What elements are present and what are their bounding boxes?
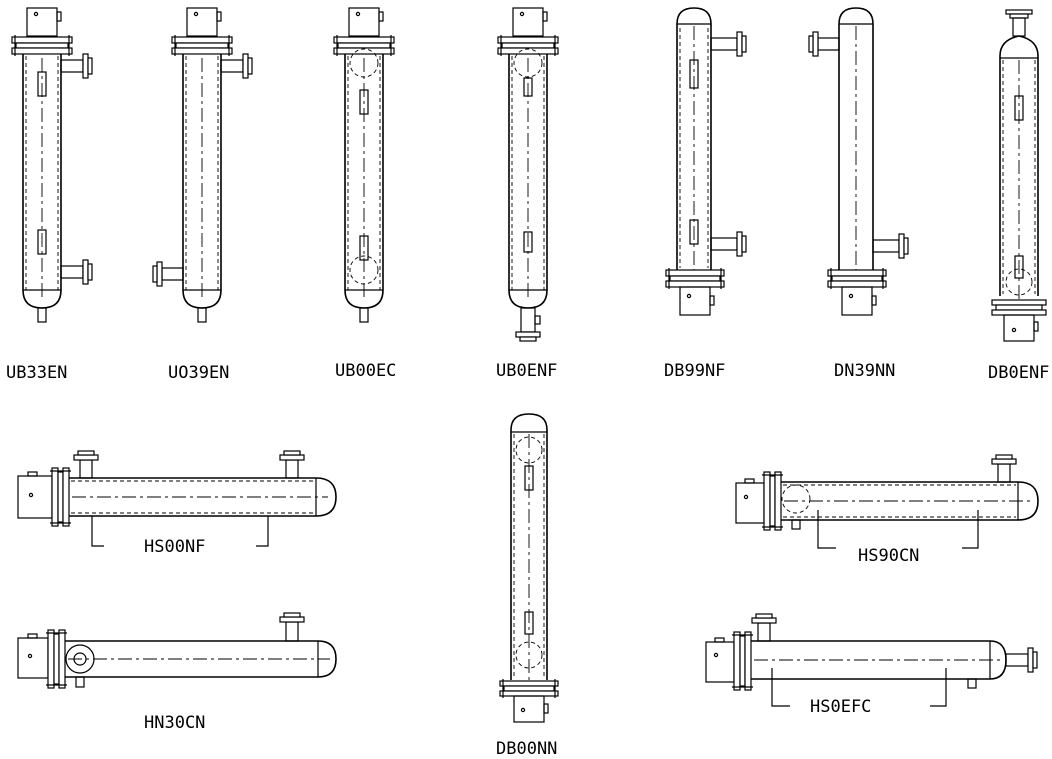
heater-uo39en: UO39EN <box>152 7 253 383</box>
label-db0enf: DB0ENF <box>988 363 1049 383</box>
heater-hs90cn: HS90CN <box>735 454 1039 566</box>
label-ub0enf: UB0ENF <box>496 361 557 381</box>
heater-hs0efc: HS0EFC <box>705 613 1038 717</box>
label-dn39nn: DN39NN <box>834 361 895 381</box>
label-uo39en: UO39EN <box>168 363 229 383</box>
heater-hn30cn: HN30CN <box>17 612 337 733</box>
label-hs90cn: HS90CN <box>858 546 919 566</box>
label-ub33en: UB33EN <box>6 363 67 383</box>
label-db00nn: DB00NN <box>496 739 557 759</box>
heater-ub00ec: UB00EC <box>333 7 396 381</box>
label-ub00ec: UB00EC <box>335 361 396 381</box>
heater-ub0enf: UB0ENF <box>496 7 559 381</box>
heater-dn39nn: DN39NN <box>808 7 909 381</box>
label-db99nf: DB99NF <box>664 361 725 381</box>
label-hs0efc: HS0EFC <box>810 697 871 717</box>
label-hs00nf: HS00NF <box>144 537 205 557</box>
heater-db00nn: DB00NN <box>496 413 559 759</box>
heater-db99nf: DB99NF <box>664 7 747 381</box>
label-hn30cn: HN30CN <box>144 713 205 733</box>
heater-db0enf: DB0ENF <box>988 9 1049 383</box>
heater-ub33en: UB33EN <box>6 7 93 383</box>
heater-hs00nf: HS00NF <box>17 450 337 557</box>
